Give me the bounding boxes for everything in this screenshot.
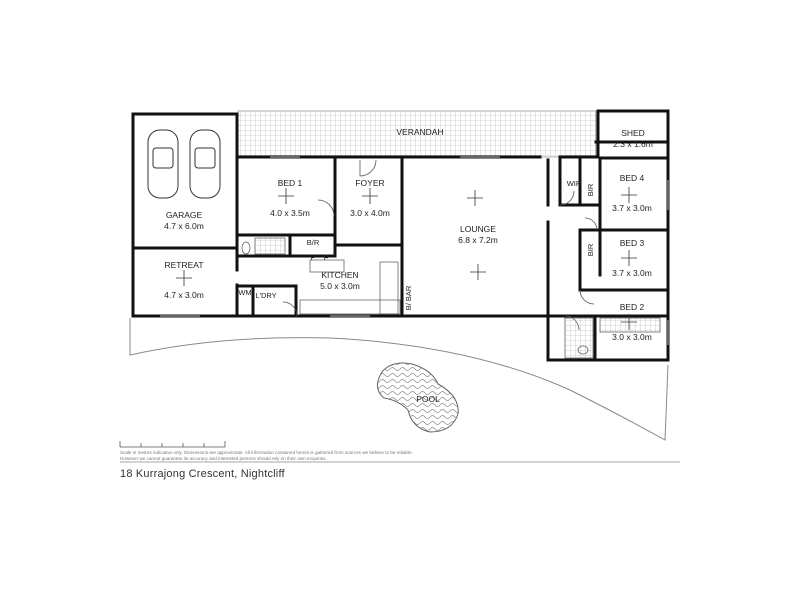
foyer-label: FOYER	[355, 178, 384, 188]
bed3-label: BED 3	[620, 238, 645, 248]
fridge-label: F	[324, 253, 329, 262]
address-title: 18 Kurrajong Crescent, Nightcliff	[120, 468, 285, 480]
bed1-label: BED 1	[278, 178, 303, 188]
kitchen-bench	[299, 259, 401, 315]
bed4-label: BED 4	[620, 173, 645, 183]
laundry-label: L'DRY	[255, 291, 276, 300]
retreat-dims: 4.7 x 3.0m	[164, 290, 204, 300]
garage-walls	[131, 112, 239, 250]
bir-label: B/R	[307, 238, 320, 247]
disclaimer-text: Scale in metres indicative only. Dimensi…	[120, 450, 413, 461]
bathroom-fixtures	[241, 237, 661, 359]
pool-shape	[377, 362, 459, 433]
verandah-label: VERANDAH	[396, 127, 443, 137]
bed1-dims: 4.0 x 3.5m	[270, 208, 310, 218]
retreat-walls	[131, 246, 240, 318]
wir-label: WIR	[567, 179, 582, 188]
car-icon	[147, 129, 221, 199]
wm-label: WM	[238, 288, 251, 297]
yard-outline	[129, 318, 669, 441]
bed2-label: BED 2	[620, 302, 645, 312]
pool-label: POOL	[416, 394, 440, 404]
pantry-label: P	[310, 253, 315, 262]
lounge-dims: 6.8 x 7.2m	[458, 235, 498, 245]
retreat-label: RETREAT	[164, 260, 203, 270]
foyer-dims: 3.0 x 4.0m	[350, 208, 390, 218]
lounge-label: LOUNGE	[460, 224, 496, 234]
shed-label: SHED	[621, 128, 645, 138]
garage-label: GARAGE	[166, 210, 203, 220]
kitchen-label: KITCHEN	[321, 270, 358, 280]
bbar-label: B/ BAR	[404, 285, 413, 310]
bed3-dims: 3.7 x 3.0m	[612, 268, 652, 278]
bed4-dims: 3.7 x 3.0m	[612, 203, 652, 213]
verandah-area	[237, 110, 597, 158]
kitchen-dims: 5.0 x 3.0m	[320, 281, 360, 291]
bir-bed3-label: BIR	[586, 243, 595, 256]
garage-dims: 4.7 x 6.0m	[164, 221, 204, 231]
bir-bed4-label: BIR	[586, 183, 595, 196]
scale-bar	[119, 441, 226, 448]
bed2-dims: 3.0 x 3.0m	[612, 332, 652, 342]
shed-dims: 2.3 x 1.6m	[613, 139, 653, 149]
